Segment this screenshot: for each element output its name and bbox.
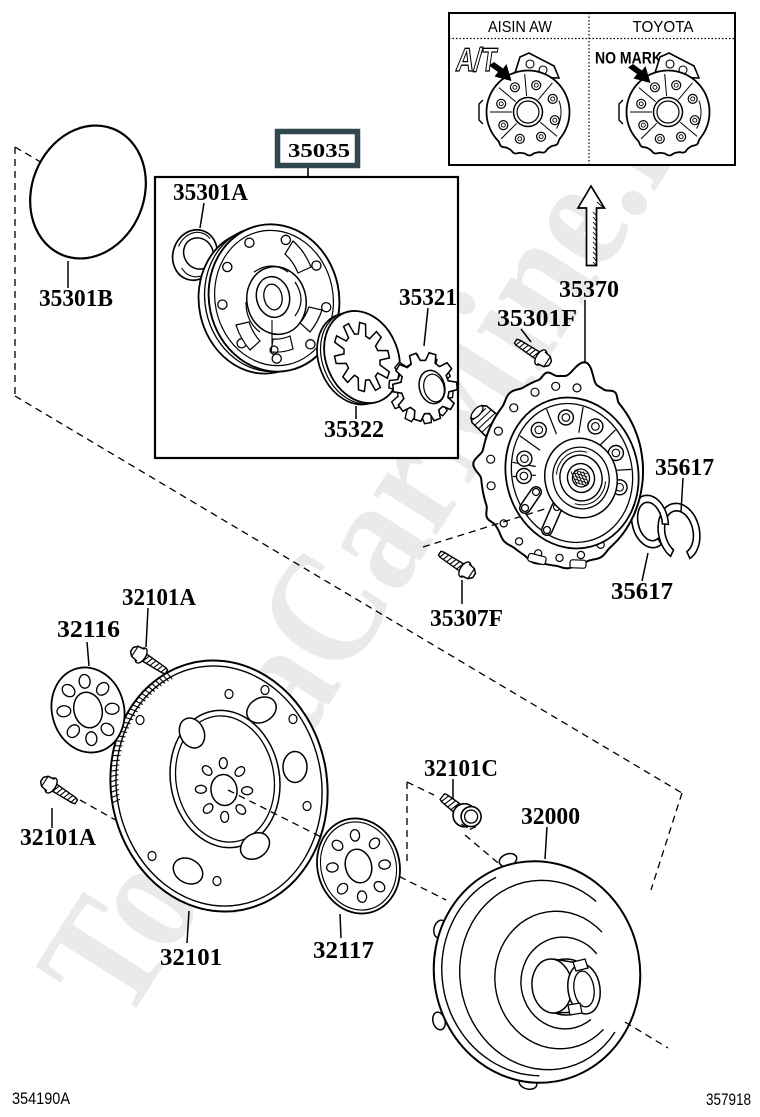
svg-text:35307F: 35307F	[430, 606, 503, 632]
svg-text:AISIN AW: AISIN AW	[488, 19, 552, 36]
svg-text:TOYOTA: TOYOTA	[633, 19, 695, 36]
svg-text:NO MARK: NO MARK	[595, 50, 662, 68]
svg-text:354190A: 354190A	[12, 1090, 70, 1108]
svg-text:35301B: 35301B	[39, 286, 113, 312]
svg-text:35617: 35617	[611, 579, 673, 605]
svg-text:32000: 32000	[521, 804, 580, 830]
svg-text:35370: 35370	[559, 277, 619, 303]
svg-text:32101: 32101	[160, 945, 222, 971]
svg-text:32101C: 32101C	[424, 756, 498, 782]
svg-text:32101A: 32101A	[20, 825, 97, 851]
svg-text:35035: 35035	[288, 140, 350, 162]
svg-text:357918: 357918	[706, 1091, 751, 1109]
svg-text:A/T: A/T	[454, 42, 499, 79]
svg-text:35301A: 35301A	[173, 180, 249, 206]
svg-text:32101A: 32101A	[122, 585, 197, 611]
svg-text:35301F: 35301F	[497, 306, 577, 332]
svg-text:35322: 35322	[324, 417, 384, 443]
svg-text:35321: 35321	[399, 285, 457, 311]
svg-text:32117: 32117	[313, 938, 374, 964]
svg-text:35617: 35617	[655, 455, 714, 481]
svg-text:32116: 32116	[57, 617, 120, 643]
